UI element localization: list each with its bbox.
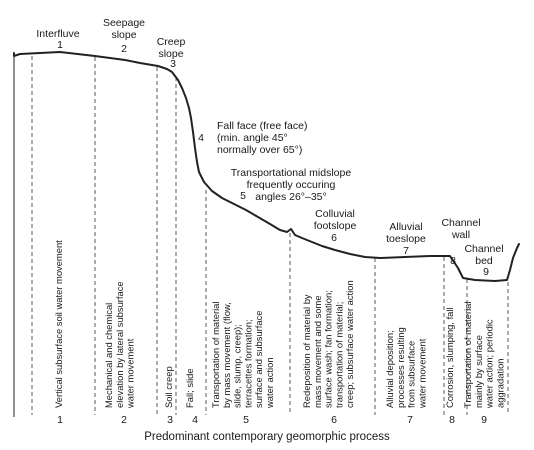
unit-transportational-midslope-process-line: terracettes formation; — [242, 319, 253, 408]
unit-fall-face-name-line: (min. angle 45° — [217, 132, 288, 144]
unit-alluvial-toeslope-process-line: Alluvial deposition; — [384, 330, 395, 408]
unit-colluvial-footslope-process-number: 6 — [331, 414, 337, 426]
unit-interfluve-process-number: 1 — [57, 414, 63, 426]
unit-creep-slope-process-text: Soil creep — [163, 366, 174, 408]
unit-fall-face-process-text: Fall; slide — [184, 368, 195, 408]
unit-seepage-slope-process-line: elevation by lateral subsurface — [114, 281, 125, 408]
unit-transportational-midslope-process-line: by mass movement (flow, — [221, 302, 232, 408]
unit-channel-bed-process: Transportation of materialmainly by surf… — [462, 302, 505, 409]
unit-colluvial-footslope-name-line: Colluvial — [315, 208, 355, 220]
unit-alluvial-toeslope-process-line: from subsurface — [406, 341, 417, 408]
unit-colluvial-footslope-process-line: surface wash; fan formation; — [323, 290, 334, 408]
slope-profile-line — [13, 51, 520, 282]
unit-seepage-slope-process-text: Mechanical and chemicalelevation by late… — [103, 281, 136, 409]
unit-colluvial-footslope-process-line: transportation of material; — [333, 302, 344, 408]
unit-seepage-slope-process-line: Mechanical and chemical — [103, 303, 114, 408]
unit-fall-face-name-line: normally over 65°) — [217, 144, 302, 156]
unit-channel-wall-process-line: Corrosion, slumping, fall — [444, 307, 455, 408]
unit-transportational-midslope-process-line: surface and subsurface — [253, 311, 264, 408]
unit-seepage-slope-process-number: 2 — [121, 414, 127, 426]
unit-transportational-midslope-process-line: Transportation of material — [210, 302, 221, 408]
unit-transportational-midslope-name-line: frequently occuring — [247, 179, 336, 191]
unit-interfluve-name-line: Interfluve — [36, 28, 79, 40]
unit-channel-wall-process: Corrosion, slumping, fall — [444, 307, 455, 408]
process-labels: Vertical subsurface soil water movement M… — [53, 240, 505, 409]
unit-creep-slope-number: 3 — [170, 58, 176, 70]
unit-alluvial-toeslope-process-line: processes resulting — [395, 327, 406, 408]
unit-channel-wall-process-text: Corrosion, slumping, fall — [444, 307, 455, 408]
unit-creep-slope-process-number: 3 — [167, 414, 173, 426]
unit-channel-bed-name-line: bed — [475, 255, 493, 267]
unit-colluvial-footslope-process-line: creep; subsurface water action — [344, 280, 355, 408]
unit-colluvial-footslope-process-line: mass movement and some — [312, 295, 323, 408]
unit-channel-wall-number: 8 — [450, 255, 456, 267]
unit-transportational-midslope-process-line: water action — [264, 357, 275, 409]
unit-channel-bed-process-line: water action; periodic — [484, 319, 495, 409]
unit-creep-slope-process-line: Soil creep — [163, 366, 174, 408]
footer-caption: Predominant contemporary geomorphic proc… — [144, 431, 390, 443]
unit-colluvial-footslope-number: 6 — [331, 232, 337, 244]
process-numbers: 1 2 3 4 5 6 7 8 9 — [57, 414, 487, 426]
unit-seepage-slope-name-line: slope — [111, 29, 136, 41]
unit-interfluve-process-line: Vertical subsurface soil water movement — [53, 240, 64, 408]
unit-seepage-slope-number: 2 — [121, 43, 127, 55]
unit-transportational-midslope-process-text: Transportation of materialby mass moveme… — [210, 302, 275, 409]
unit-transportational-midslope-number: 5 — [240, 190, 246, 202]
unit-channel-bed-process-line: mainly by surface — [473, 335, 484, 408]
unit-interfluve-process-text: Vertical subsurface soil water movement — [53, 240, 64, 408]
unit-fall-face-name: Fall face (free face)(min. angle 45°norm… — [217, 120, 307, 156]
unit-fall-face-name-line: Fall face (free face) — [217, 120, 307, 132]
unit-fall-face-number: 4 — [198, 132, 204, 144]
unit-channel-wall-name-line: Channel — [441, 217, 480, 229]
unit-channel-bed-process-number: 9 — [481, 414, 487, 426]
unit-channel-wall-name-line: wall — [451, 229, 470, 241]
unit-alluvial-toeslope-name-line: Alluvial — [389, 221, 422, 233]
unit-transportational-midslope-process-number: 5 — [243, 414, 249, 426]
unit-alluvial-toeslope-number: 7 — [403, 245, 409, 257]
unit-transportational-midslope-name-line: angles 26°–35° — [255, 191, 326, 203]
unit-creep-slope-name-line: Creep — [157, 36, 186, 48]
unit-interfluve-number: 1 — [57, 39, 63, 51]
unit-colluvial-footslope-process: Redeposition of material bymass movement… — [301, 280, 355, 408]
unit-alluvial-toeslope-process-text: Alluvial deposition;processes resultingf… — [384, 327, 427, 409]
unit-alluvial-toeslope-process-line: water movement — [416, 338, 427, 409]
unit-colluvial-footslope-process-line: Redeposition of material by — [301, 294, 312, 408]
unit-channel-bed-process-line: aggradation — [494, 358, 505, 408]
unit-seepage-slope-process-line: water movement — [125, 338, 136, 409]
unit-alluvial-toeslope-process: Alluvial deposition;processes resultingf… — [384, 327, 427, 409]
unit-channel-wall-process-number: 8 — [449, 414, 455, 426]
unit-colluvial-footslope-process-text: Redeposition of material bymass movement… — [301, 280, 355, 408]
unit-alluvial-toeslope-name-line: toeslope — [386, 233, 426, 245]
unit-channel-bed-process-text: Transportation of materialmainly by surf… — [462, 302, 505, 409]
unit-colluvial-footslope-name-line: footslope — [314, 220, 357, 232]
unit-fall-face-process-line: Fall; slide — [184, 368, 195, 408]
unit-interfluve-name: Interfluve — [36, 28, 79, 40]
unit-channel-bed-name-line: Channel — [464, 243, 503, 255]
unit-fall-face-process-number: 4 — [192, 414, 198, 426]
unit-creep-slope-process: Soil creep — [163, 366, 174, 408]
unit-transportational-midslope-process: Transportation of materialby mass moveme… — [210, 302, 275, 409]
unit-transportational-midslope-name-line: Transportational midslope — [231, 167, 352, 179]
unit-channel-bed-number: 9 — [483, 266, 489, 278]
unit-seepage-slope-name-line: Seepage — [103, 17, 145, 29]
unit-interfluve-process: Vertical subsurface soil water movement — [53, 240, 64, 408]
unit-transportational-midslope-process-line: slide, slump, creep); — [232, 324, 243, 408]
unit-seepage-slope-process: Mechanical and chemicalelevation by late… — [103, 281, 136, 409]
unit-channel-bed-process-line: Transportation of material — [462, 302, 473, 408]
unit-alluvial-toeslope-process-number: 7 — [407, 414, 413, 426]
unit-creep-slope-name-line: slope — [158, 48, 183, 60]
unit-dividers — [31, 56, 509, 415]
unit-fall-face-process: Fall; slide — [184, 368, 195, 408]
